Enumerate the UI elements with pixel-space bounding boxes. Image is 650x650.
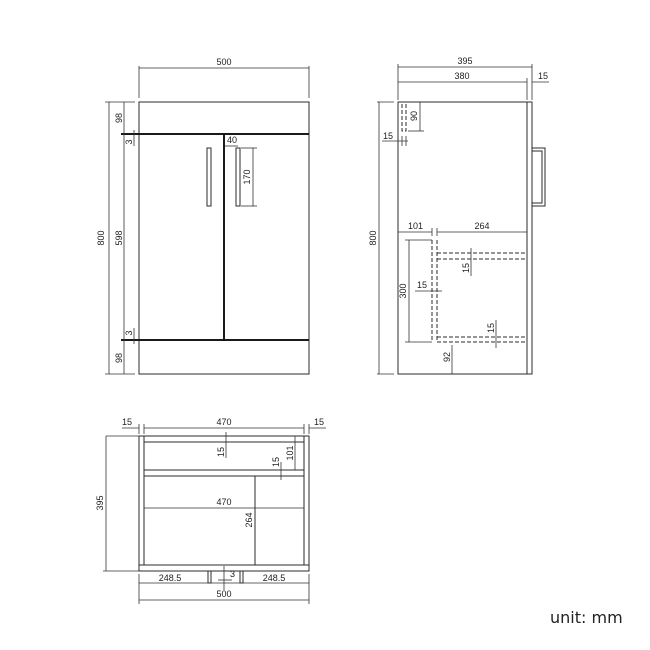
door-left-width-label: 248.5 [159,573,182,583]
side-body-outline [397,101,528,375]
shelf-depth-label: 264 [474,221,489,231]
handle-right [235,147,241,207]
side-door-outline [526,101,533,375]
rear-depth-label: 101 [285,445,295,460]
back-thickness-label: 15 [417,280,427,290]
side-handle [531,147,546,207]
plan-handle-left [207,570,212,584]
front-cabinet-outline [138,101,310,375]
handle-left [206,147,212,207]
top-panel-thickness-label: 15 [216,447,226,457]
door-thickness-label: 15 [538,71,548,81]
plan-handle-right [239,570,244,584]
side-height-label: 800 [368,230,378,245]
shelf-offset-label: 101 [408,221,423,231]
top-shelf-width-label: 470 [216,497,231,507]
unit-label: unit: mm [550,608,623,627]
door-right-width-label: 248.5 [263,573,286,583]
shelf-bottom-thickness-label: 15 [486,323,496,333]
top-rail-label: 98 [114,113,124,123]
side-depth-body-label: 380 [454,71,469,81]
back-height-label: 300 [398,283,408,298]
door-height-label: 598 [114,230,124,245]
top-view: 15 470 15 15 15 101 470 264 395 [95,417,326,604]
rear-rail-label: 15 [271,457,281,467]
top-side-left-label: 15 [122,417,132,427]
handle-offset-label: 40 [227,135,237,145]
top-shelf-depth-label: 264 [244,512,254,527]
door-gap-label: 3 [230,569,235,579]
side-depth-total-label: 395 [457,56,472,66]
front-width-label: 500 [216,57,231,67]
front-view: 500 40 170 800 98 3 598 3 98 [96,57,310,375]
shelf-top-thickness-label: 15 [461,263,471,273]
bottom-rail-label: 98 [114,353,124,363]
front-height-label: 800 [96,230,106,245]
gap-top-label: 3 [124,139,134,144]
handle-length-label: 170 [242,169,252,184]
top-depth-label: 395 [95,495,105,510]
top-inner-width-label: 470 [216,417,231,427]
plinth-label: 92 [442,352,452,362]
gap-bottom-label: 3 [124,330,134,335]
top-side-right-label: 15 [314,417,324,427]
side-view: 395 380 15 90 15 800 101 264 [368,56,549,375]
side-top-rail-label: 90 [409,111,419,121]
top-overall-width-label: 500 [216,589,231,599]
panel-thickness-label: 15 [383,131,393,141]
